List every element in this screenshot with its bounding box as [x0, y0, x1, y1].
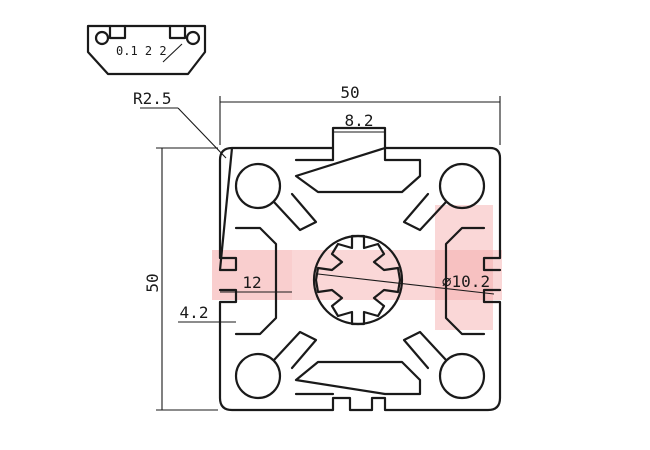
slot-width-label: 8.2 [345, 111, 374, 130]
bore-label: ⌀10.2 [442, 272, 490, 291]
slot-detail: 0.1 2 2 [86, 24, 207, 76]
corner-lobes [234, 162, 486, 400]
slot-detail-label: 0.1 2 2 [116, 44, 167, 58]
corner-radius-label: R2.5 [133, 89, 172, 108]
center-bore [312, 234, 404, 326]
width-label: 50 [340, 83, 359, 102]
profile-outline [218, 126, 502, 412]
dimension-lines [140, 96, 501, 411]
dimension-labels: 50 8.2 R2.5 50 12 4.2 ⌀10.2 [133, 83, 490, 322]
depth-label: 12 [242, 273, 261, 292]
highlight-bands [212, 205, 502, 330]
wall-label: 4.2 [180, 303, 209, 322]
height-label: 50 [143, 273, 162, 292]
